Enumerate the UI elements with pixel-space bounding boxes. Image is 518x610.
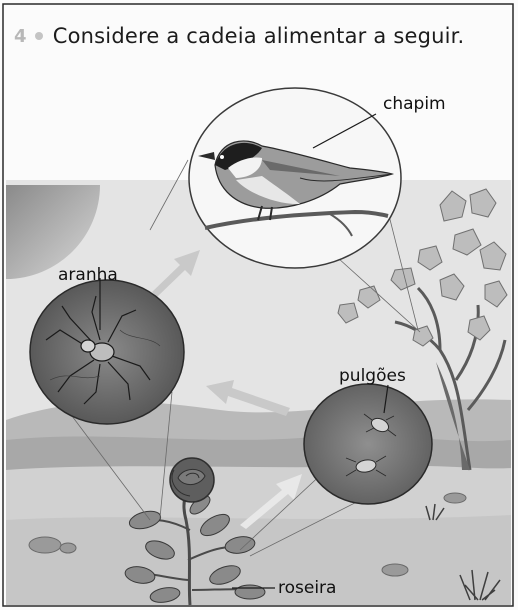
aranha-zoom-circle xyxy=(30,278,184,424)
label-aranha: aranha xyxy=(58,265,118,285)
label-pulgoes: pulgões xyxy=(339,366,406,386)
pulgoes-zoom-circle xyxy=(304,384,432,504)
label-chapim: chapim xyxy=(383,94,446,114)
question-text: Considere a cadeia alimentar a seguir. xyxy=(53,24,465,48)
rose-flower xyxy=(170,458,214,502)
bullet-dot xyxy=(35,32,43,40)
question-number: 4 xyxy=(14,26,27,47)
label-roseira: roseira xyxy=(278,578,336,598)
chapim-zoom-circle xyxy=(189,88,401,268)
question-header: 4 Considere a cadeia alimentar a seguir. xyxy=(14,24,464,48)
